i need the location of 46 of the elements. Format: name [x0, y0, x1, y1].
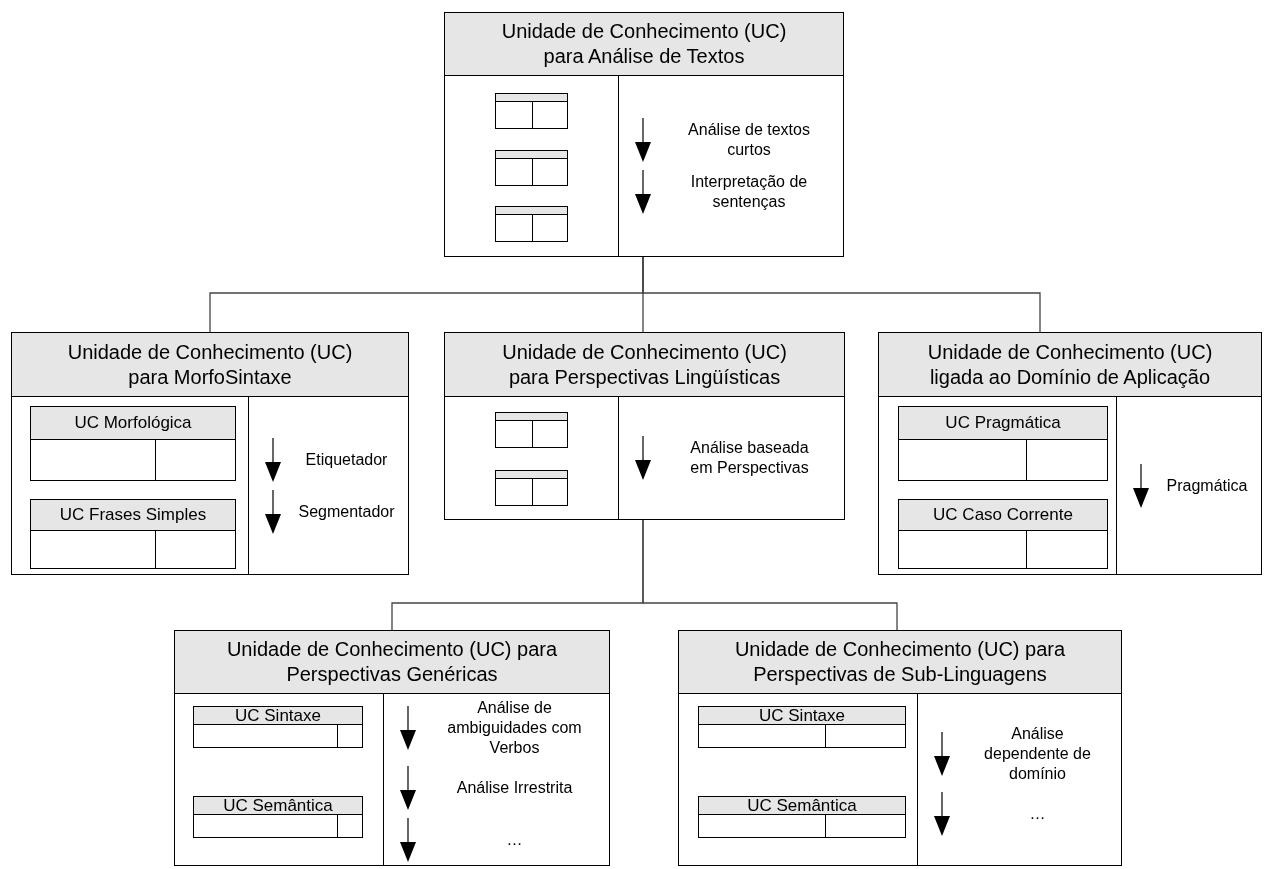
unit-title: Unidade de Conhecimento (UC) para Análise de Textos [500, 19, 788, 69]
connector-line [642, 256, 1041, 333]
function-label: Análise dependente de domínio [983, 723, 1092, 784]
box-title: UC Caso Corrente [933, 504, 1073, 526]
function-label: Segmentador [298, 501, 395, 522]
class-box [698, 796, 906, 838]
class-box [30, 406, 236, 481]
box-title: UC Sintaxe [759, 704, 845, 727]
function-label: Análise Irrestrita [456, 777, 573, 798]
box-title: UC Semântica [747, 794, 857, 817]
class-box [193, 706, 363, 748]
mini-table-box [495, 150, 568, 186]
function-label: Análise de ambiguidades com Verbos [446, 697, 583, 758]
function-label: Pragmática [1166, 475, 1248, 496]
knowledge-unit-box [174, 630, 610, 866]
function-label: … [1029, 803, 1046, 824]
box-title: UC Semântica [223, 794, 333, 817]
function-label: Análise baseada em Perspectivas [689, 438, 810, 478]
box-title: UC Sintaxe [235, 704, 321, 727]
class-box [898, 499, 1108, 569]
mini-table-box [495, 93, 568, 129]
unit-title: Unidade de Conhecimento (UC) para Perspectivas de Sub-Linguagens [733, 637, 1067, 687]
unit-title: Unidade de Conhecimento (UC) para Perspectivas Genéricas [225, 637, 559, 687]
class-box [30, 499, 236, 569]
knowledge-unit-box [444, 12, 844, 257]
unit-title: Unidade de Conhecimento (UC) ligada ao Domínio de Aplicação [926, 339, 1214, 390]
knowledge-unit-box [444, 332, 845, 520]
mini-table-box [495, 206, 568, 242]
function-label: Etiquetador [305, 449, 388, 470]
connector-line [642, 519, 898, 631]
knowledge-unit-box [678, 630, 1122, 866]
box-title: UC Morfológica [74, 412, 192, 434]
class-box [898, 406, 1108, 481]
mini-table-box [495, 412, 568, 448]
function-label: Análise de textos curtos [687, 120, 811, 160]
mini-table-box [495, 470, 568, 506]
class-box [193, 796, 363, 838]
unit-title: Unidade de Conhecimento (UC) para MorfoSintaxe [66, 339, 354, 390]
class-box [698, 706, 906, 748]
function-label: … [506, 829, 523, 850]
knowledge-unit-box [878, 332, 1262, 575]
unit-title: Unidade de Conhecimento (UC) para Perspectivas Lingüísticas [501, 339, 788, 390]
box-title: UC Pragmática [945, 412, 1061, 434]
function-label: Interpretação de sentenças [689, 172, 809, 212]
box-title: UC Frases Simples [59, 504, 207, 526]
knowledge-unit-box [11, 332, 409, 575]
